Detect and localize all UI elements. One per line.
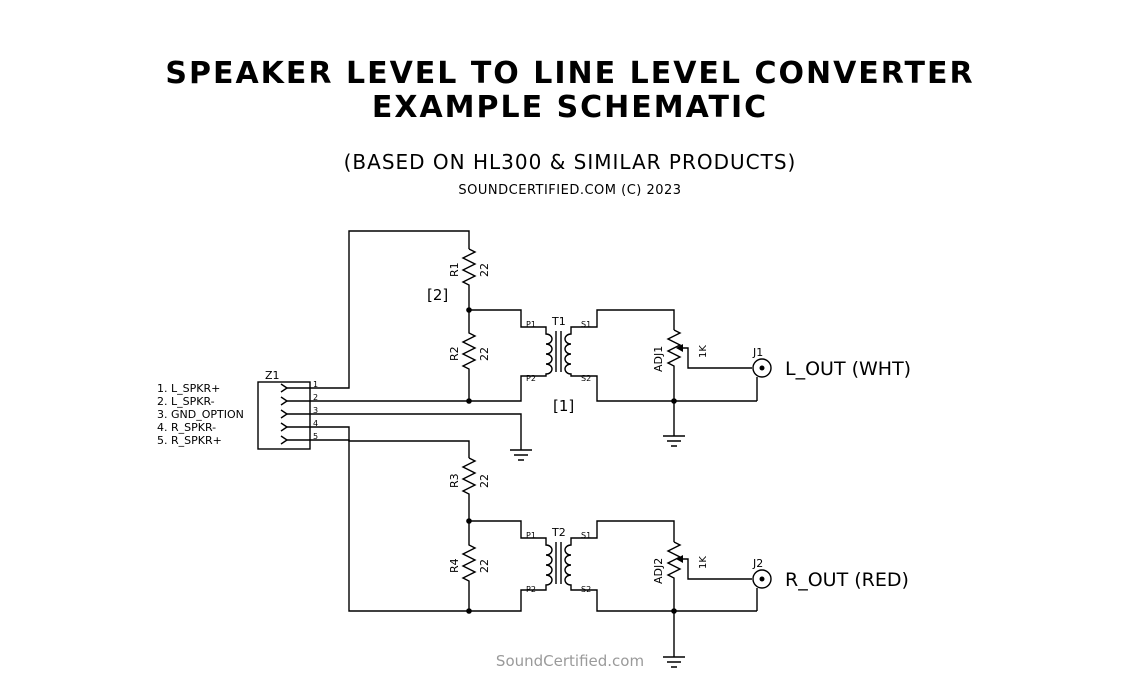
wire-t2-s2 — [581, 589, 757, 612]
wire-gnd-option — [310, 413, 522, 450]
resistor-r4-body — [461, 521, 477, 611]
transformer-t1-secondary — [564, 326, 581, 377]
jack-j1-center — [759, 365, 765, 371]
pin-number-3: 3 — [313, 406, 318, 415]
resistor-r4-ref: R4 — [448, 558, 461, 573]
transformer-t1: T1 P1 P2 S1 S2 [1] — [526, 315, 591, 415]
pot-adj1-wiper — [683, 347, 693, 369]
right-channel: R3 22 R4 22 T2 P1 P2 S1 S2 ADJ2 1K — [448, 457, 909, 668]
pin-number-4: 4 — [313, 419, 318, 428]
pot-adj1-value: 1K — [698, 345, 709, 358]
transformer-t2-core — [555, 542, 562, 584]
title-line-1: SPEAKER LEVEL TO LINE LEVEL CONVERTER — [165, 56, 975, 91]
credit-line: SOUNDCERTIFIED.COM (C) 2023 — [458, 183, 682, 198]
connector-z1: Z1 1. L_SPKR+ 2. L_SPKR- 3. GND_OPTION 4… — [157, 369, 318, 450]
pot-adj1-arrow — [676, 344, 683, 352]
wire-t1-p1 — [469, 309, 536, 328]
resistor-r2-ref: R2 — [448, 346, 461, 361]
wires — [310, 230, 536, 612]
pin-label-1: 1. L_SPKR+ — [157, 382, 220, 395]
title-line-2: EXAMPLE SCHEMATIC — [371, 90, 769, 125]
pot-adj2-arrow — [676, 555, 683, 563]
wire-l-spkr-minus — [310, 375, 536, 402]
watermark: SoundCertified.com — [495, 652, 645, 670]
transformer-t1-primary — [536, 326, 553, 377]
pin-number-1: 1 — [313, 380, 318, 389]
transformer-t1-p1: P1 — [526, 320, 536, 329]
ground-icon — [510, 449, 532, 461]
resistor-r1-value: 22 — [478, 263, 491, 277]
pot-adj2-body — [666, 541, 682, 611]
connector-body — [257, 381, 311, 450]
resistor-r2-value: 22 — [478, 347, 491, 361]
pot-adj1-body — [666, 329, 682, 401]
left-channel: R1 22 [2] R2 22 T1 P1 P2 S1 S2 [1] ADJ1 — [427, 248, 911, 447]
transformer-t2: T2 P1 P2 S1 S2 — [526, 526, 591, 594]
transformer-t2-secondary — [564, 537, 581, 591]
jack-j1-outer — [752, 358, 772, 378]
note-2-label: [2] — [427, 286, 448, 304]
wire-t2-s1 — [581, 520, 675, 542]
jack-j2-ref: J2 — [752, 557, 763, 570]
ground-icon — [663, 611, 685, 668]
connector-ref: Z1 — [265, 369, 280, 382]
note-1-label: [1] — [553, 397, 574, 415]
resistor-r1-body — [461, 248, 477, 310]
wire-t2-p2 — [469, 589, 536, 612]
wire-t2-p1 — [469, 520, 536, 539]
pin-label-4: 4. R_SPKR- — [157, 421, 216, 434]
pot-adj1-ref: ADJ1 — [652, 346, 665, 372]
pot-adj2-wiper — [683, 558, 693, 580]
transformer-t1-s1: S1 — [581, 320, 591, 329]
resistor-r1-ref: R1 — [448, 262, 461, 277]
transformer-t2-primary — [536, 537, 553, 591]
jack-j2-center — [759, 576, 765, 582]
resistor-r3-value: 22 — [478, 474, 491, 488]
pot-adj2-ref: ADJ2 — [652, 558, 665, 584]
wire-r-spkr-plus — [310, 439, 469, 612]
title-block: SPEAKER LEVEL TO LINE LEVEL CONVERTER EX… — [0, 0, 1140, 210]
pin-number-2: 2 — [313, 393, 318, 402]
transformer-t2-p1: P1 — [526, 531, 536, 540]
wire-t1-s1 — [581, 309, 675, 330]
resistor-r3-body — [461, 457, 477, 521]
jack-j2-outer — [752, 569, 772, 589]
transformer-t2-s1: S1 — [581, 531, 591, 540]
wire-l-spkr-plus — [310, 230, 470, 389]
pin-leads — [287, 387, 310, 441]
jack-j1-label: L_OUT (WHT) — [785, 358, 911, 380]
pot-adj2-value: 1K — [698, 556, 709, 569]
resistor-r4-value: 22 — [478, 559, 491, 573]
wire-r-spkr-minus — [310, 426, 470, 458]
pin-label-2: 2. L_SPKR- — [157, 395, 215, 408]
jack-j1-ref: J1 — [752, 346, 763, 359]
subtitle: (BASED ON HL300 & SIMILAR PRODUCTS) — [343, 150, 797, 174]
pin-chevrons — [280, 383, 289, 445]
pin-label-3: 3. GND_OPTION — [157, 408, 244, 421]
transformer-t1-p2: P2 — [526, 374, 536, 383]
pin-label-5: 5. R_SPKR+ — [157, 434, 222, 447]
wire-t1-s2 — [581, 375, 757, 402]
resistor-r2-body — [461, 310, 477, 401]
transformer-t1-s2: S2 — [581, 374, 591, 383]
pin-number-5: 5 — [313, 432, 318, 441]
jack-j2-label: R_OUT (RED) — [785, 569, 909, 591]
junction-dot — [466, 398, 472, 404]
transformer-t1-core — [555, 331, 562, 372]
transformer-t2-ref: T2 — [551, 526, 566, 539]
transformer-t1-ref: T1 — [551, 315, 566, 328]
resistor-r3-ref: R3 — [448, 473, 461, 488]
transformer-t2-p2: P2 — [526, 585, 536, 594]
ground-icon — [663, 401, 685, 447]
